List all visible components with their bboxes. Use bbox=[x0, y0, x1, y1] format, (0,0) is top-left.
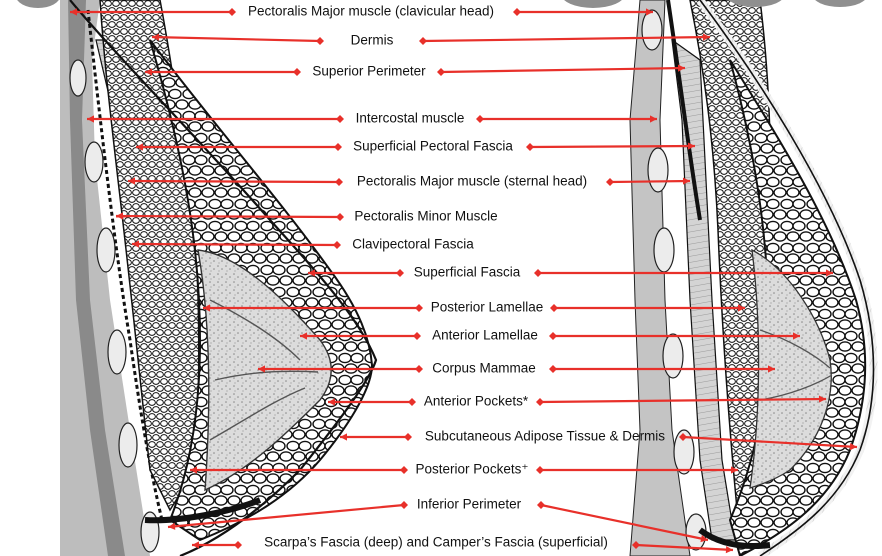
arrowhead-left bbox=[168, 523, 175, 530]
label-superior-perimeter: Superior Perimeter bbox=[312, 64, 426, 79]
label-pectoralis-major-sternal: Pectoralis Major muscle (sternal head) bbox=[357, 174, 587, 189]
leader-diamond bbox=[419, 37, 427, 45]
leader-diamond bbox=[415, 304, 423, 312]
arrowhead-left bbox=[192, 541, 199, 548]
label-pectoralis-minor: Pectoralis Minor Muscle bbox=[354, 209, 497, 224]
leader-diamond bbox=[526, 143, 534, 151]
leader-diamond bbox=[234, 541, 242, 549]
leader-diamond bbox=[336, 115, 344, 123]
leader-diamond bbox=[537, 501, 545, 509]
leader-diamond bbox=[228, 8, 236, 16]
leader-line bbox=[152, 37, 320, 41]
label-pectoralis-major-clavicular: Pectoralis Major muscle (clavicular head… bbox=[248, 4, 494, 19]
arrowhead-left bbox=[116, 212, 123, 219]
leader-diamond bbox=[437, 68, 445, 76]
leader-diamond bbox=[415, 365, 423, 373]
label-superficial-pectoral-fascia: Superficial Pectoral Fascia bbox=[353, 139, 513, 154]
leader-diamond bbox=[534, 269, 542, 277]
label-subcutaneous-adipose: Subcutaneous Adipose Tissue & Dermis bbox=[425, 429, 665, 444]
label-posterior-lamellae: Posterior Lamellae bbox=[431, 300, 544, 315]
leader-line bbox=[128, 181, 339, 182]
leader-diamond bbox=[549, 365, 557, 373]
leader-diamond bbox=[400, 466, 408, 474]
arrowhead-right bbox=[726, 546, 733, 553]
leader-line bbox=[530, 146, 695, 147]
leader-diamond bbox=[549, 332, 557, 340]
label-superficial-fascia: Superficial Fascia bbox=[414, 265, 521, 280]
leader-diamond bbox=[536, 466, 544, 474]
leader-diamond bbox=[513, 8, 521, 16]
leader-diamond bbox=[550, 304, 558, 312]
label-intercostal-muscle: Intercostal muscle bbox=[356, 111, 465, 126]
leader-diamond bbox=[334, 143, 342, 151]
arrowhead-left bbox=[340, 433, 347, 440]
leader-diamond bbox=[476, 115, 484, 123]
leader-line bbox=[132, 244, 337, 245]
arrowhead-right bbox=[850, 443, 857, 450]
right-cross-section-illustration bbox=[630, 0, 874, 556]
leader-diamond bbox=[316, 37, 324, 45]
label-dermis: Dermis bbox=[351, 33, 394, 48]
leader-diamond bbox=[404, 433, 412, 441]
label-inferior-perimeter: Inferior Perimeter bbox=[417, 497, 522, 512]
label-corpus-mammae: Corpus Mammae bbox=[432, 361, 536, 376]
label-anterior-lamellae: Anterior Lamellae bbox=[432, 328, 538, 343]
leader-line bbox=[423, 37, 710, 41]
label-posterior-pockets: Posterior Pockets⁺ bbox=[416, 462, 529, 477]
leader-diamond bbox=[536, 398, 544, 406]
leader-diamond bbox=[400, 501, 408, 509]
leader-diamond bbox=[336, 213, 344, 221]
leader-diamond bbox=[333, 241, 341, 249]
leader-diamond bbox=[606, 178, 614, 186]
leader-line bbox=[610, 181, 690, 182]
label-scarpas-campers-fascia: Scarpa’s Fascia (deep) and Camper’s Fasc… bbox=[264, 535, 608, 550]
leader-diamond bbox=[335, 178, 343, 186]
leader-diamond bbox=[293, 68, 301, 76]
leader-diamond bbox=[413, 332, 421, 340]
label-clavipectoral-fascia: Clavipectoral Fascia bbox=[352, 237, 474, 252]
label-anterior-pockets: Anterior Pockets* bbox=[424, 394, 529, 409]
leader-line bbox=[116, 216, 340, 217]
leader-diamond bbox=[396, 269, 404, 277]
leader-diamond bbox=[408, 398, 416, 406]
left-cross-section-illustration bbox=[60, 0, 376, 556]
